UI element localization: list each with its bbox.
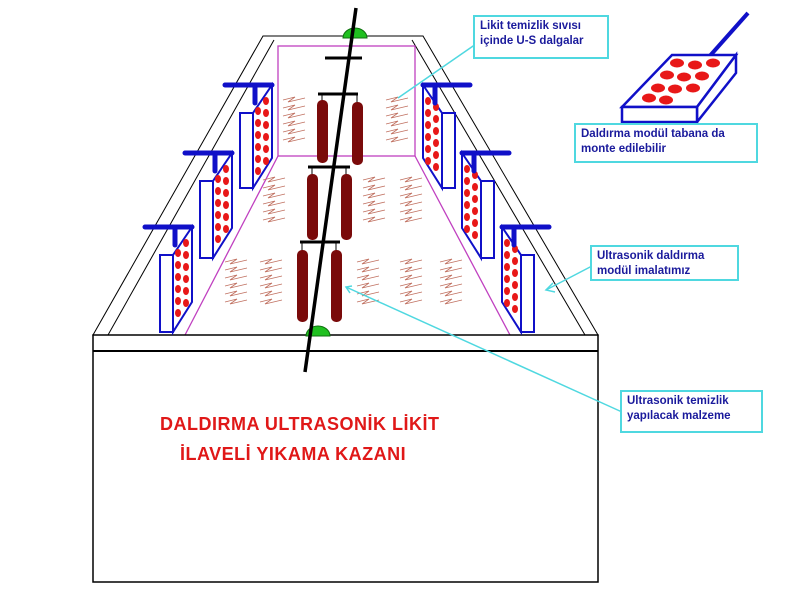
ultrasonic-module	[499, 223, 552, 336]
transducer-dot	[706, 58, 720, 68]
wave-group	[224, 258, 248, 305]
wave-group	[282, 96, 306, 143]
wave-group	[399, 258, 423, 305]
wave-group	[439, 258, 463, 305]
wave-group	[356, 258, 380, 305]
callout-line: Daldırma modül tabana da	[581, 128, 725, 140]
transducer-dot	[695, 71, 709, 81]
wave-group	[362, 176, 386, 223]
ultrasonic-module	[182, 149, 235, 262]
ultrasonic-module	[142, 223, 195, 336]
wave-group	[385, 96, 409, 143]
wave-group	[262, 176, 286, 223]
callout-line: modül imalatımız	[597, 265, 691, 277]
callout-liquid-waves: Likit temizlik sıvısı içinde U-S dalgala…	[473, 15, 609, 59]
transducer-dot	[668, 84, 682, 94]
transducer-dot	[651, 83, 665, 93]
tank-front-box	[92, 334, 599, 583]
callout-line: Ultrasonik daldırma	[597, 250, 705, 262]
transducer-dot	[686, 83, 700, 93]
ultrasonic-module	[222, 81, 275, 192]
diagram-title-line1: DALDIRMA ULTRASONİK LİKİT	[160, 414, 440, 434]
transducer-dot	[642, 93, 656, 103]
callout-material: Ultrasonik temizlik yapılacak malzeme	[620, 390, 763, 433]
callout-line: içinde U-S dalgalar	[480, 35, 584, 47]
callout-line: Likit temizlik sıvısı	[480, 20, 581, 32]
hanging-rack	[297, 7, 368, 373]
transducer-dot	[659, 95, 673, 105]
material-items	[297, 100, 363, 322]
top-support-icon	[342, 27, 368, 39]
callout-tray: Daldırma modül tabana da monte edilebili…	[574, 123, 758, 163]
callout-module: Ultrasonik daldırma modül imalatımız	[590, 245, 739, 281]
callout-line: Ultrasonik temizlik	[627, 395, 729, 407]
bottom-mount-tray	[619, 11, 750, 126]
ultrasonic-modules	[142, 81, 552, 336]
callout-line: yapılacak malzeme	[627, 410, 731, 422]
wave-group	[399, 176, 423, 223]
diagram-title-line2: İLAVELİ YIKAMA KAZANI	[180, 444, 407, 464]
callout-line: monte edilebilir	[581, 143, 666, 155]
ultrasonic-module	[420, 81, 473, 192]
ultrasonic-waves	[224, 96, 463, 305]
callout-pointers	[344, 43, 623, 413]
wave-group	[259, 258, 283, 305]
transducer-dot	[677, 72, 691, 82]
transducer-dot	[670, 58, 684, 68]
tank-inner-liquid	[184, 45, 511, 336]
ultrasonic-module	[459, 149, 512, 262]
transducer-dot	[688, 60, 702, 70]
transducer-dot	[660, 70, 674, 80]
